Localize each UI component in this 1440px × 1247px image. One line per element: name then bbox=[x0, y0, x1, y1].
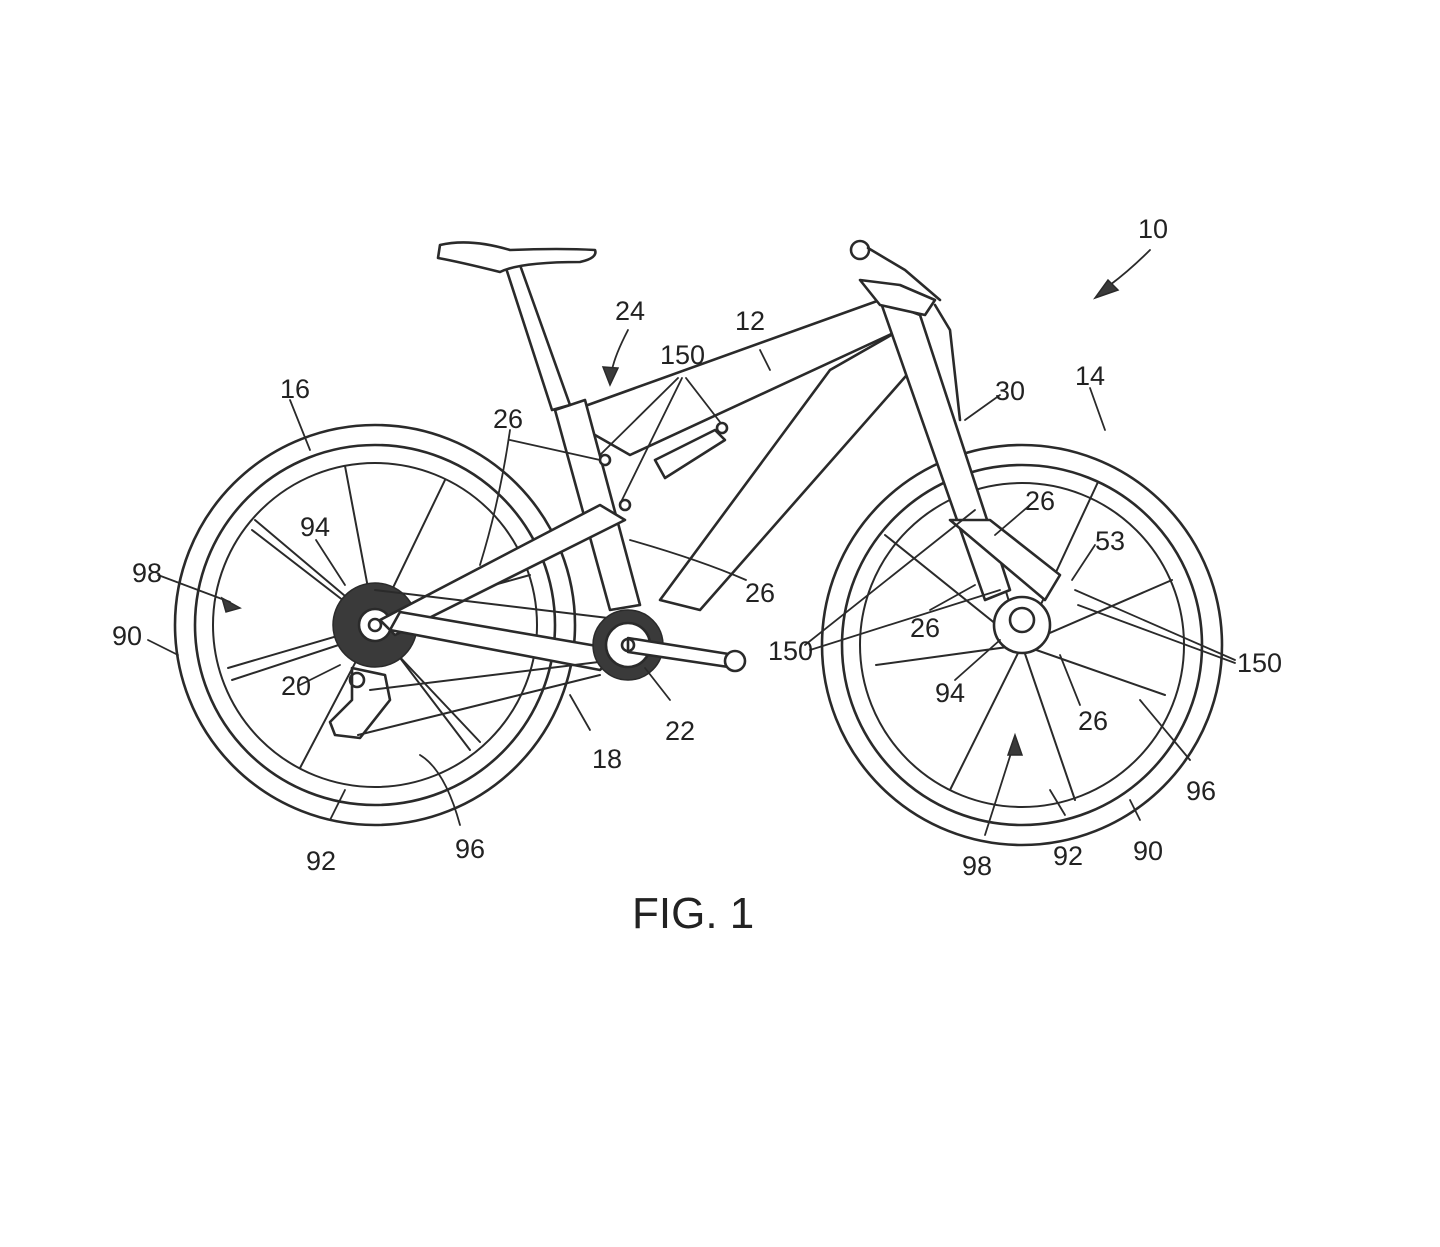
lead-53 bbox=[1071, 544, 1096, 581]
seat-post bbox=[503, 263, 572, 412]
fork-lower bbox=[948, 518, 1062, 602]
ref-53: 53 bbox=[1095, 526, 1125, 556]
ref-150c: 150 bbox=[1237, 648, 1282, 678]
lead-22 bbox=[644, 667, 671, 701]
lead-96b bbox=[1139, 699, 1191, 761]
front-wheel bbox=[820, 443, 1224, 847]
ref-94b: 94 bbox=[935, 678, 965, 708]
drivetrain bbox=[592, 609, 747, 681]
rear-wheel bbox=[173, 423, 577, 827]
lead-150c bbox=[1074, 589, 1236, 664]
ref-98a: 98 bbox=[132, 558, 162, 588]
chain bbox=[357, 589, 626, 736]
ref-92b: 92 bbox=[1053, 841, 1083, 871]
ref-30: 30 bbox=[995, 376, 1025, 406]
rear-shock bbox=[653, 428, 727, 480]
ref-92a: 92 bbox=[306, 846, 336, 876]
ref-26a: 26 bbox=[493, 404, 523, 434]
ref-90a: 90 bbox=[112, 621, 142, 651]
rear-rim bbox=[212, 462, 538, 788]
handlebar-end bbox=[849, 239, 871, 261]
pivot-2 bbox=[618, 498, 632, 512]
arrow-10 bbox=[1092, 278, 1120, 300]
down-tube bbox=[658, 328, 922, 612]
ref-14: 14 bbox=[1075, 361, 1105, 391]
lead-96a bbox=[419, 754, 461, 826]
lead-94a bbox=[315, 539, 346, 586]
reference-numerals: 10 24 12 150 16 26 30 14 26 53 94 98 26 … bbox=[112, 214, 1282, 881]
lead-30 bbox=[964, 394, 1001, 421]
lead-94b bbox=[954, 639, 1001, 681]
arrow-98b bbox=[1006, 732, 1024, 756]
lead-92b bbox=[1049, 789, 1066, 816]
ref-150b: 150 bbox=[768, 636, 813, 666]
frame bbox=[357, 239, 1062, 736]
arrow-98a bbox=[220, 596, 242, 613]
pivot-3 bbox=[715, 421, 729, 435]
leader-lines bbox=[147, 249, 1236, 836]
ref-22: 22 bbox=[665, 716, 695, 746]
front-hub bbox=[1008, 606, 1036, 634]
lead-98a bbox=[157, 574, 231, 603]
handlebar-cable bbox=[866, 246, 962, 422]
lead-16 bbox=[289, 399, 311, 451]
lead-24 bbox=[611, 329, 629, 371]
figure-caption: FIG. 1 bbox=[632, 889, 754, 938]
lead-92a bbox=[329, 789, 346, 821]
rear-tire-inner bbox=[193, 443, 557, 807]
ref-26c: 26 bbox=[745, 578, 775, 608]
lead-12 bbox=[759, 349, 771, 371]
ref-150a: 150 bbox=[660, 340, 705, 370]
rear-axle bbox=[367, 617, 383, 633]
ref-10: 10 bbox=[1138, 214, 1168, 244]
pedal-spindle bbox=[723, 649, 747, 673]
ref-12: 12 bbox=[735, 306, 765, 336]
lead-98b bbox=[984, 749, 1013, 836]
lead-150b bbox=[804, 509, 1001, 651]
saddle bbox=[436, 241, 597, 274]
lead-14 bbox=[1089, 387, 1106, 431]
lead-10 bbox=[1109, 249, 1151, 286]
lead-18 bbox=[569, 694, 591, 731]
ref-96b: 96 bbox=[1186, 776, 1216, 806]
rear-tire-outer bbox=[173, 423, 577, 827]
stem bbox=[858, 278, 937, 317]
ref-20: 20 bbox=[281, 671, 311, 701]
ref-94a: 94 bbox=[300, 512, 330, 542]
lead-150a bbox=[599, 377, 721, 501]
ref-98b: 98 bbox=[962, 851, 992, 881]
lead-26b bbox=[994, 504, 1031, 536]
ref-26d: 26 bbox=[910, 613, 940, 643]
lead-26d bbox=[929, 584, 976, 611]
chain-stay bbox=[388, 610, 622, 672]
lead-26c bbox=[629, 539, 747, 581]
lead-90a bbox=[147, 639, 179, 656]
ref-96a: 96 bbox=[455, 834, 485, 864]
bottom-bracket bbox=[620, 637, 636, 653]
front-tire-outer bbox=[820, 443, 1224, 847]
ref-90b: 90 bbox=[1133, 836, 1163, 866]
rear-derailleur bbox=[328, 666, 392, 740]
lead-90b bbox=[1129, 799, 1141, 821]
pivot-1 bbox=[598, 453, 612, 467]
lead-20 bbox=[299, 664, 341, 686]
ref-24: 24 bbox=[615, 296, 645, 326]
ref-16: 16 bbox=[280, 374, 310, 404]
ref-26e: 26 bbox=[1078, 706, 1108, 736]
lead-26a bbox=[479, 429, 601, 566]
derailleur-pulley bbox=[348, 671, 366, 689]
ref-18: 18 bbox=[592, 744, 622, 774]
arrow-24 bbox=[601, 366, 620, 387]
lead-26e bbox=[1059, 654, 1081, 706]
ref-26b: 26 bbox=[1025, 486, 1055, 516]
